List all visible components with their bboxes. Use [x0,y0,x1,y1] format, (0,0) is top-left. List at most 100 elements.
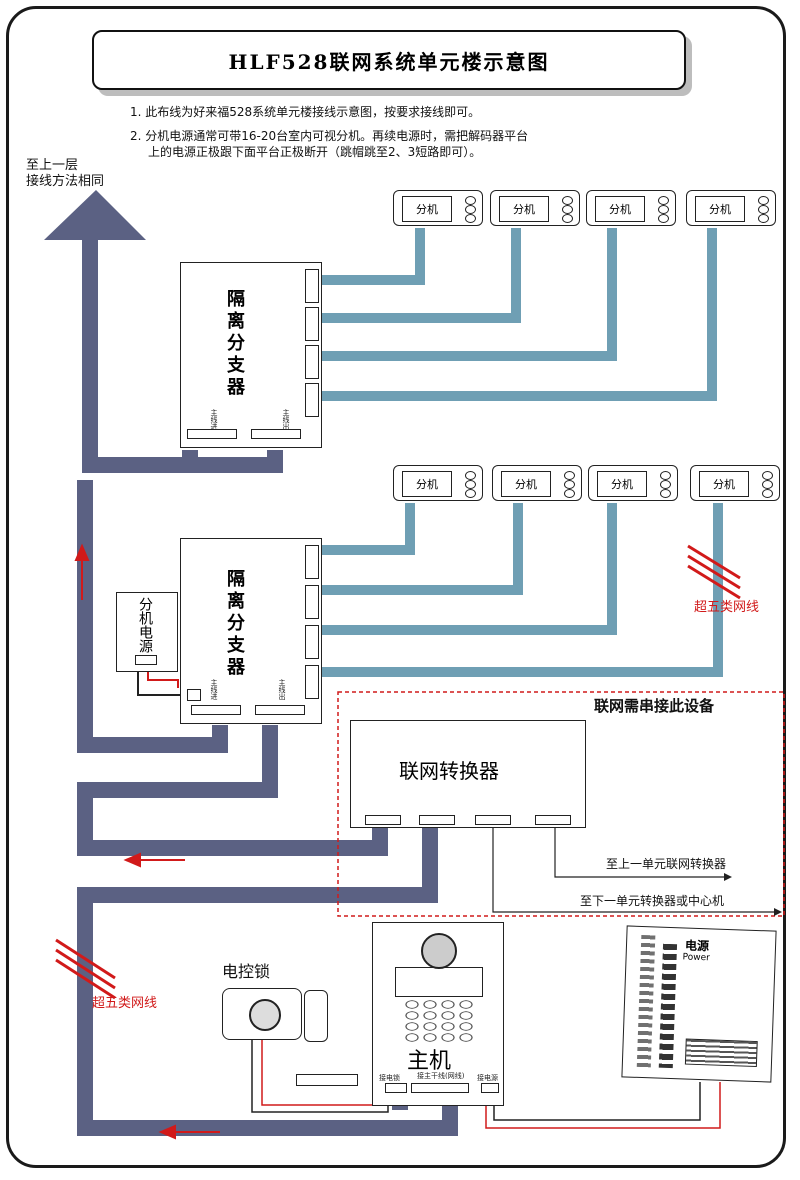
extension-screen: 分机 [402,471,452,497]
network-converter: 联网转换器 [350,720,586,828]
power-supply-text-graphic [658,943,678,1069]
branch-cables-lower [320,503,723,677]
extension-key [660,471,671,480]
converter-port-1 [365,815,401,825]
red-left-arrow-2 [158,1124,220,1140]
splitter-lower-port-2 [305,585,319,619]
splitter-upper-port-3 [305,345,319,379]
branch-cables-upper [322,228,717,401]
splitter-upper-port-4 [305,383,319,417]
main-unit-display [395,967,483,997]
power-supply-en-label: Power [682,952,710,964]
cat5-label-left: 超五类网线 [92,996,158,1011]
trunk-cable [77,240,458,1136]
extension-key [562,196,573,205]
lock-strike-plate [304,990,328,1042]
extension-key [465,196,476,205]
indoor-extension: 分机 [393,190,483,226]
network-box-label: 联网需串接此设备 [594,697,715,715]
camera-icon [421,933,457,969]
main-door-unit: 主机 接电锁 接主干线(网线) 接电源 [372,922,504,1106]
extension-power-wires [137,670,188,696]
extension-power-terminal [135,655,157,665]
note-2-line-2: 上的电源正极跟下面平台正极断开（跳帽跳至2、3短路即可）。 [148,145,482,159]
extension-key [465,480,476,489]
terminal-lower-out [255,705,305,715]
extension-key [762,480,773,489]
isolation-splitter-lower: 隔离分支器 主线进 主线出 [180,538,322,724]
main-unit-label: 主机 [407,1049,452,1074]
extension-key [660,489,671,498]
cat5-hatch-right [687,544,741,600]
splitter-upper-port-2 [305,307,319,341]
terminal-lower-in [191,705,241,715]
indoor-extension: 分机 [686,190,776,226]
extension-key [564,480,575,489]
extension-key [658,214,669,223]
port-main-out-upper: 主线出 [282,409,290,430]
terminal-upper-out [251,429,301,439]
note-1: 1. 此布线为好来福528系统单元楼接线示意图，按要求接线即可。 [130,105,481,119]
red-up-arrow [74,543,90,600]
main-unit-terminal-lock [385,1083,407,1093]
extension-key [762,471,773,480]
extension-screen: 分机 [699,471,749,497]
extension-key [465,489,476,498]
converter-port-4 [535,815,571,825]
splitter-power-terminal [187,689,201,701]
indoor-extension: 分机 [588,465,678,501]
extension-key [762,489,773,498]
extension-key [758,196,769,205]
extension-key [564,471,575,480]
extension-power-supply: 分机电源 [116,592,178,672]
to-upper-unit-label: 至上一单元联网转换器 [606,857,727,871]
extension-key [660,480,671,489]
extension-screen: 分机 [695,196,745,222]
extension-power-label: 分机电源 [137,597,153,653]
port-main-out-lower: 主线出 [278,679,286,700]
indoor-extension: 分机 [393,465,483,501]
isolation-splitter-upper: 隔离分支器 主线进 主线出 [180,262,322,448]
extension-key [658,196,669,205]
splitter-lower-port-3 [305,625,319,659]
port-main-in-upper: 主线进 [210,409,218,430]
extension-screen: 分机 [597,471,647,497]
diagram-frame [6,6,786,1168]
upper-floor-label-2: 接线方法相同 [26,174,105,189]
indoor-extension: 分机 [490,190,580,226]
power-supply-spec-label [684,1038,758,1068]
page-title: HLF528联网系统单元楼示意图 [92,30,686,90]
main-unit-port-lock: 接电锁 [379,1074,400,1082]
splitter-lower-port-4 [305,665,319,699]
indoor-extension: 分机 [492,465,582,501]
indoor-extension: 分机 [690,465,780,501]
terminal-upper-in [187,429,237,439]
extension-key [562,205,573,214]
main-unit-terminal-bus [411,1083,469,1093]
splitter-lower-port-1 [305,545,319,579]
port-main-in-lower: 主线进 [210,679,218,700]
extension-key [465,214,476,223]
extension-key [465,205,476,214]
extension-screen: 分机 [499,196,549,222]
power-wires [485,1082,721,1129]
power-supply: 电源 Power [621,925,777,1083]
extension-key [465,471,476,480]
electric-lock [222,988,302,1040]
extension-key [758,205,769,214]
converter-output-lines [492,825,778,913]
extension-key [564,489,575,498]
note-2-line-1: 2. 分机电源通常可带16-20台室内可视分机。再续电源时，需把解码器平台 [130,129,529,143]
to-lower-unit-label: 至下一单元转换器或中心机 [580,894,725,908]
keypad-icon [403,999,475,1043]
cat5-hatch-left [55,938,116,1000]
splitter-lower-label: 隔离分支器 [224,569,245,679]
up-arrow-head [44,190,146,240]
splitter-upper-port-1 [305,269,319,303]
indoor-extension: 分机 [586,190,676,226]
main-unit-port-bus: 接主干线(网线) [417,1072,465,1080]
main-unit-port-power: 接电源 [477,1074,498,1082]
lock-terminal-strip [296,1074,358,1086]
converter-port-3 [475,815,511,825]
